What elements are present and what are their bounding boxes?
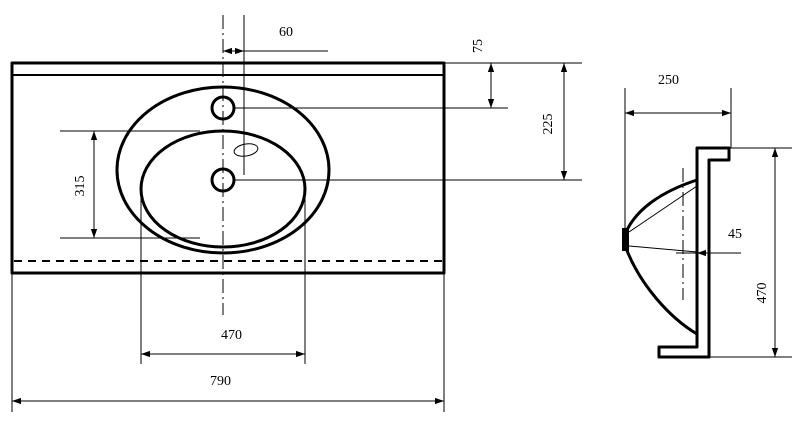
side-dimensions: 250 45 470	[624, 73, 792, 358]
side-inner-line-lower	[628, 245, 698, 253]
side-basin-bottom-curve	[624, 247, 698, 336]
front-view	[10, 15, 446, 315]
dim-470-side-label: 470	[755, 283, 770, 304]
countertop-outline	[10, 61, 446, 275]
side-basin-curve	[624, 178, 698, 233]
dim-790-label: 790	[210, 374, 231, 389]
side-inner-line-upper	[628, 185, 698, 233]
dim-470-front-label: 470	[221, 328, 242, 343]
front-dimensions: 60 75 225 315 470 790	[11, 25, 582, 412]
dim-60-label: 60	[279, 25, 293, 40]
dim-45-label: 45	[728, 227, 742, 242]
dim-225-label: 225	[541, 114, 556, 135]
side-front-lip	[622, 228, 629, 251]
dim-250-label: 250	[658, 73, 679, 88]
overflow-slot	[233, 143, 259, 157]
dim-75-label: 75	[471, 39, 486, 53]
dim-315-label: 315	[73, 176, 88, 197]
